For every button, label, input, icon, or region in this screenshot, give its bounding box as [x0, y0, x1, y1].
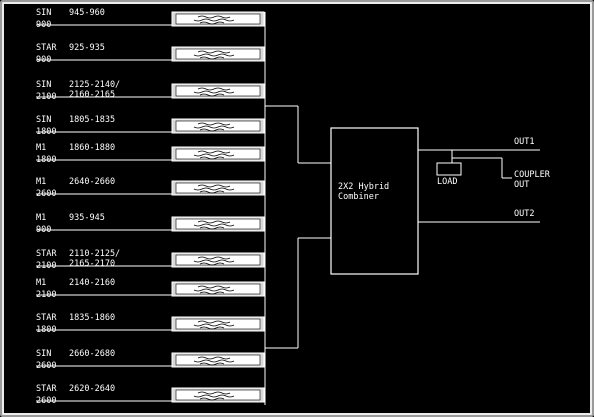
band-label: 2600: [36, 361, 56, 371]
filter-row: M1 2600 2640-2660: [36, 177, 265, 199]
system-label: SIN: [36, 349, 51, 359]
filter-symbol: [193, 320, 235, 330]
filter-row: SIN 900 945-960: [36, 8, 265, 30]
filter-symbol: [193, 285, 235, 295]
system-label: STAR: [36, 384, 57, 394]
filter-box-inner: [175, 318, 261, 330]
system-label: STAR: [36, 249, 57, 259]
frequency-range-label: 935-945: [69, 213, 105, 223]
filter-symbol: [193, 150, 235, 160]
band-label: 2600: [36, 189, 56, 199]
frequency-range-label: 1860-1880: [69, 143, 115, 153]
band-label: 900: [36, 20, 51, 30]
filter-symbol: [193, 87, 235, 97]
filter-row: M1 900 935-945: [36, 213, 265, 235]
filter-symbol: [193, 220, 235, 230]
filter-row: STAR 2100 2110-2125/2165-2170: [36, 249, 265, 271]
coupler-label: COUPLER: [514, 170, 551, 180]
filter-row: STAR 1800 1835-1860: [36, 313, 265, 335]
filter-row: STAR 900 925-935: [36, 43, 265, 65]
combiner-label-line1: 2X2 Hybrid: [338, 182, 389, 192]
system-label: M1: [36, 213, 46, 223]
filter-row: M1 1800 1860-1880: [36, 143, 265, 165]
filter-box-inner: [175, 13, 261, 25]
band-label: 2100: [36, 261, 56, 271]
filter-symbol: [193, 15, 235, 25]
system-label: M1: [36, 143, 46, 153]
filter-box-inner: [175, 283, 261, 295]
filter-symbol: [193, 50, 235, 60]
frequency-range-label: 945-960: [69, 8, 105, 18]
band-label: 900: [36, 55, 51, 65]
frequency-range-label: 2110-2125/: [69, 249, 120, 259]
coupler-out-label: OUT: [514, 180, 529, 190]
filter-box-inner: [175, 120, 261, 132]
frequency-range-label: 2640-2660: [69, 177, 115, 187]
band-label: 1800: [36, 325, 56, 335]
band-label: 900: [36, 225, 51, 235]
filter-box-inner: [175, 354, 261, 366]
hybrid-combiner-box: [330, 127, 419, 275]
filter-symbol: [193, 184, 235, 194]
filter-box-inner: [175, 85, 261, 97]
filter-symbol: [193, 391, 235, 401]
frequency-range-label: 2160-2165: [69, 90, 115, 100]
filter-row: SIN 1800 1805-1835: [36, 115, 265, 137]
frequency-range-label: 2125-2140/: [69, 80, 120, 90]
band-label: 1800: [36, 155, 56, 165]
system-label: SIN: [36, 115, 51, 125]
filter-box-inner: [175, 218, 261, 230]
system-label: STAR: [36, 313, 57, 323]
out1-label: OUT1: [514, 137, 534, 147]
band-label: 1800: [36, 127, 56, 137]
system-label: STAR: [36, 43, 57, 53]
filter-box-inner: [175, 148, 261, 160]
frequency-range-label: 2620-2640: [69, 384, 115, 394]
frequency-range-label: 2165-2170: [69, 259, 115, 269]
load-box: [436, 162, 462, 176]
filter-symbol: [193, 122, 235, 132]
band-label: 2100: [36, 290, 56, 300]
filter-box-inner: [175, 254, 261, 266]
filter-box-inner: [175, 182, 261, 194]
system-label: M1: [36, 278, 46, 288]
frequency-range-label: 1805-1835: [69, 115, 115, 125]
band-label: 2600: [36, 396, 56, 406]
filter-row: SIN 2100 2125-2140/2160-2165: [36, 80, 265, 102]
frequency-range-label: 2140-2160: [69, 278, 115, 288]
system-label: M1: [36, 177, 46, 187]
filter-row: SIN 2600 2660-2680: [36, 349, 265, 371]
frequency-range-label: 2660-2680: [69, 349, 115, 359]
system-label: SIN: [36, 80, 51, 90]
combiner-label-line2: Combiner: [338, 192, 379, 202]
load-label: LOAD: [437, 177, 457, 187]
filter-box-inner: [175, 389, 261, 401]
frequency-range-label: 1835-1860: [69, 313, 115, 323]
frequency-range-label: 925-935: [69, 43, 105, 53]
filter-row: STAR 2600 2620-2640: [36, 384, 265, 406]
filter-row: M1 2100 2140-2160: [36, 278, 265, 300]
filter-box-inner: [175, 48, 261, 60]
filter-symbol: [193, 356, 235, 366]
out2-label: OUT2: [514, 209, 534, 219]
system-label: SIN: [36, 8, 51, 18]
filter-symbol: [193, 256, 235, 266]
band-label: 2100: [36, 92, 56, 102]
